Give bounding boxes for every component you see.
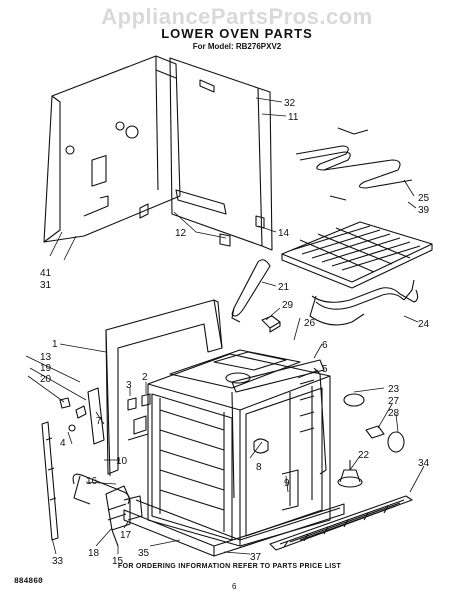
- callout-26: 26: [304, 318, 316, 329]
- callout-37: 37: [250, 552, 262, 563]
- callout-32: 32: [284, 98, 296, 109]
- gas-valve-part: [337, 460, 363, 488]
- callout-35: 35: [138, 548, 150, 559]
- callout-20: 20: [40, 374, 52, 385]
- callout-17: 17: [120, 530, 132, 541]
- callout-2: 2: [142, 372, 148, 383]
- hardware-parts: [59, 387, 151, 445]
- callout-23: 23: [388, 384, 400, 395]
- callout-33: 33: [52, 556, 64, 567]
- callout-31: 31: [40, 280, 52, 291]
- callout-7: 7: [96, 416, 102, 427]
- callout-24: 24: [418, 319, 430, 330]
- callout-12: 12: [175, 228, 187, 239]
- callout-6: 6: [322, 340, 328, 351]
- callout-13: 13: [40, 352, 52, 363]
- callout-39: 39: [418, 205, 430, 216]
- callout-25: 25: [418, 193, 430, 204]
- callout-11: 11: [288, 112, 299, 123]
- callout-41: 41: [40, 268, 52, 279]
- callout-16: 16: [86, 476, 98, 487]
- watermark: AppliancePartsPros.com: [101, 4, 373, 29]
- document-number: 884860: [14, 577, 43, 586]
- front-frame-part: [105, 299, 223, 477]
- side-panel-part: [139, 57, 273, 251]
- oven-bottom-part: [123, 433, 345, 557]
- terminal-block-part: [261, 315, 281, 333]
- callout-28: 28: [388, 408, 400, 419]
- diagram-subtitle: For Model: RB276PXV2: [192, 42, 282, 51]
- callout-21: 21: [278, 282, 290, 293]
- callout-34: 34: [418, 458, 430, 469]
- callout-29: 29: [282, 300, 294, 311]
- callout-8: 8: [256, 462, 262, 473]
- callout-10: 10: [116, 456, 128, 467]
- diagram-title: LOWER OVEN PARTS: [161, 26, 313, 41]
- side-trim-part: [41, 421, 59, 541]
- callout-22: 22: [358, 450, 370, 461]
- callout-14: 14: [278, 228, 290, 239]
- kick-plate-part: [269, 495, 413, 551]
- callout-27: 27: [388, 396, 400, 407]
- burner-assembly-part: [72, 473, 143, 547]
- callout-4: 4: [60, 438, 66, 449]
- callout-1: 1: [52, 339, 58, 350]
- light-assembly-part: [343, 393, 405, 453]
- callout-18: 18: [88, 548, 100, 559]
- callout-15: 15: [112, 556, 124, 567]
- callout-9: 9: [284, 478, 290, 489]
- callout-19: 19: [40, 363, 52, 374]
- callout-5: 5: [322, 364, 328, 375]
- door-gasket-part: [231, 359, 327, 499]
- oven-cavity-part: [133, 349, 331, 547]
- broil-element-part: [295, 127, 413, 201]
- page-number: 6: [232, 582, 237, 591]
- callout-3: 3: [126, 380, 132, 391]
- oven-rack-part: [281, 221, 433, 289]
- bake-element-part: [309, 279, 419, 326]
- vent-tube-part: [231, 259, 271, 323]
- rear-panel-part: [43, 55, 181, 243]
- leader-lines: [25, 97, 425, 555]
- ordering-footer: FOR ORDERING INFORMATION REFER TO PARTS …: [118, 563, 342, 570]
